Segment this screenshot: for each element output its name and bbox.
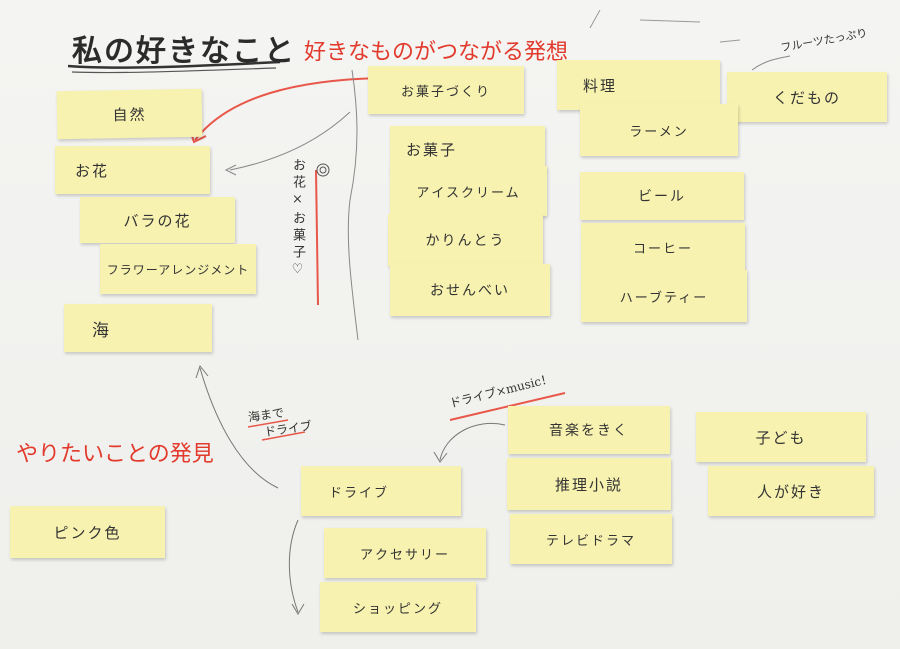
note-kudamono: くだもの bbox=[727, 72, 887, 122]
note-ramen: ラーメン bbox=[580, 104, 738, 156]
note-osenbei: おせんべい bbox=[390, 264, 550, 316]
note-pink: ピンク色 bbox=[10, 506, 165, 558]
note-kodomo: 子ども bbox=[696, 412, 866, 462]
note-bara: バラの花 bbox=[80, 197, 235, 243]
note-shizen: 自然 bbox=[57, 89, 203, 140]
board-title: 私の好きなこと bbox=[72, 26, 296, 70]
note-beer: ビール bbox=[580, 172, 744, 220]
note-coffee: コーヒー bbox=[581, 223, 745, 271]
red-label-left: やりたいことの発見 bbox=[16, 436, 214, 468]
note-hito: 人が好き bbox=[708, 466, 874, 516]
note-ongaku: 音楽をきく bbox=[508, 406, 670, 454]
note-accessory: アクセサリー bbox=[324, 528, 486, 578]
note-shopping: ショッピング bbox=[320, 582, 476, 632]
note-drama: テレビドラマ bbox=[510, 514, 672, 564]
note-karintou: かりんとう bbox=[388, 214, 543, 266]
note-umi: 海 bbox=[64, 304, 212, 352]
vertical-annotation: お花×お菓子♡ bbox=[288, 158, 307, 281]
note-herbtea: ハーブティー bbox=[581, 270, 747, 322]
note-flower-arrange: フラワーアレンジメント bbox=[100, 244, 256, 294]
note-okashizukuri: お菓子づくり bbox=[368, 66, 524, 114]
note-ryouri: 料理 bbox=[557, 60, 720, 110]
note-ohana: お花 bbox=[55, 146, 210, 194]
note-suiri: 推理小説 bbox=[507, 458, 671, 510]
note-icecream: アイスクリーム bbox=[390, 166, 547, 216]
note-drive: ドライブ bbox=[301, 466, 461, 516]
red-label-top: 好きなものがつながる発想 bbox=[304, 34, 568, 66]
